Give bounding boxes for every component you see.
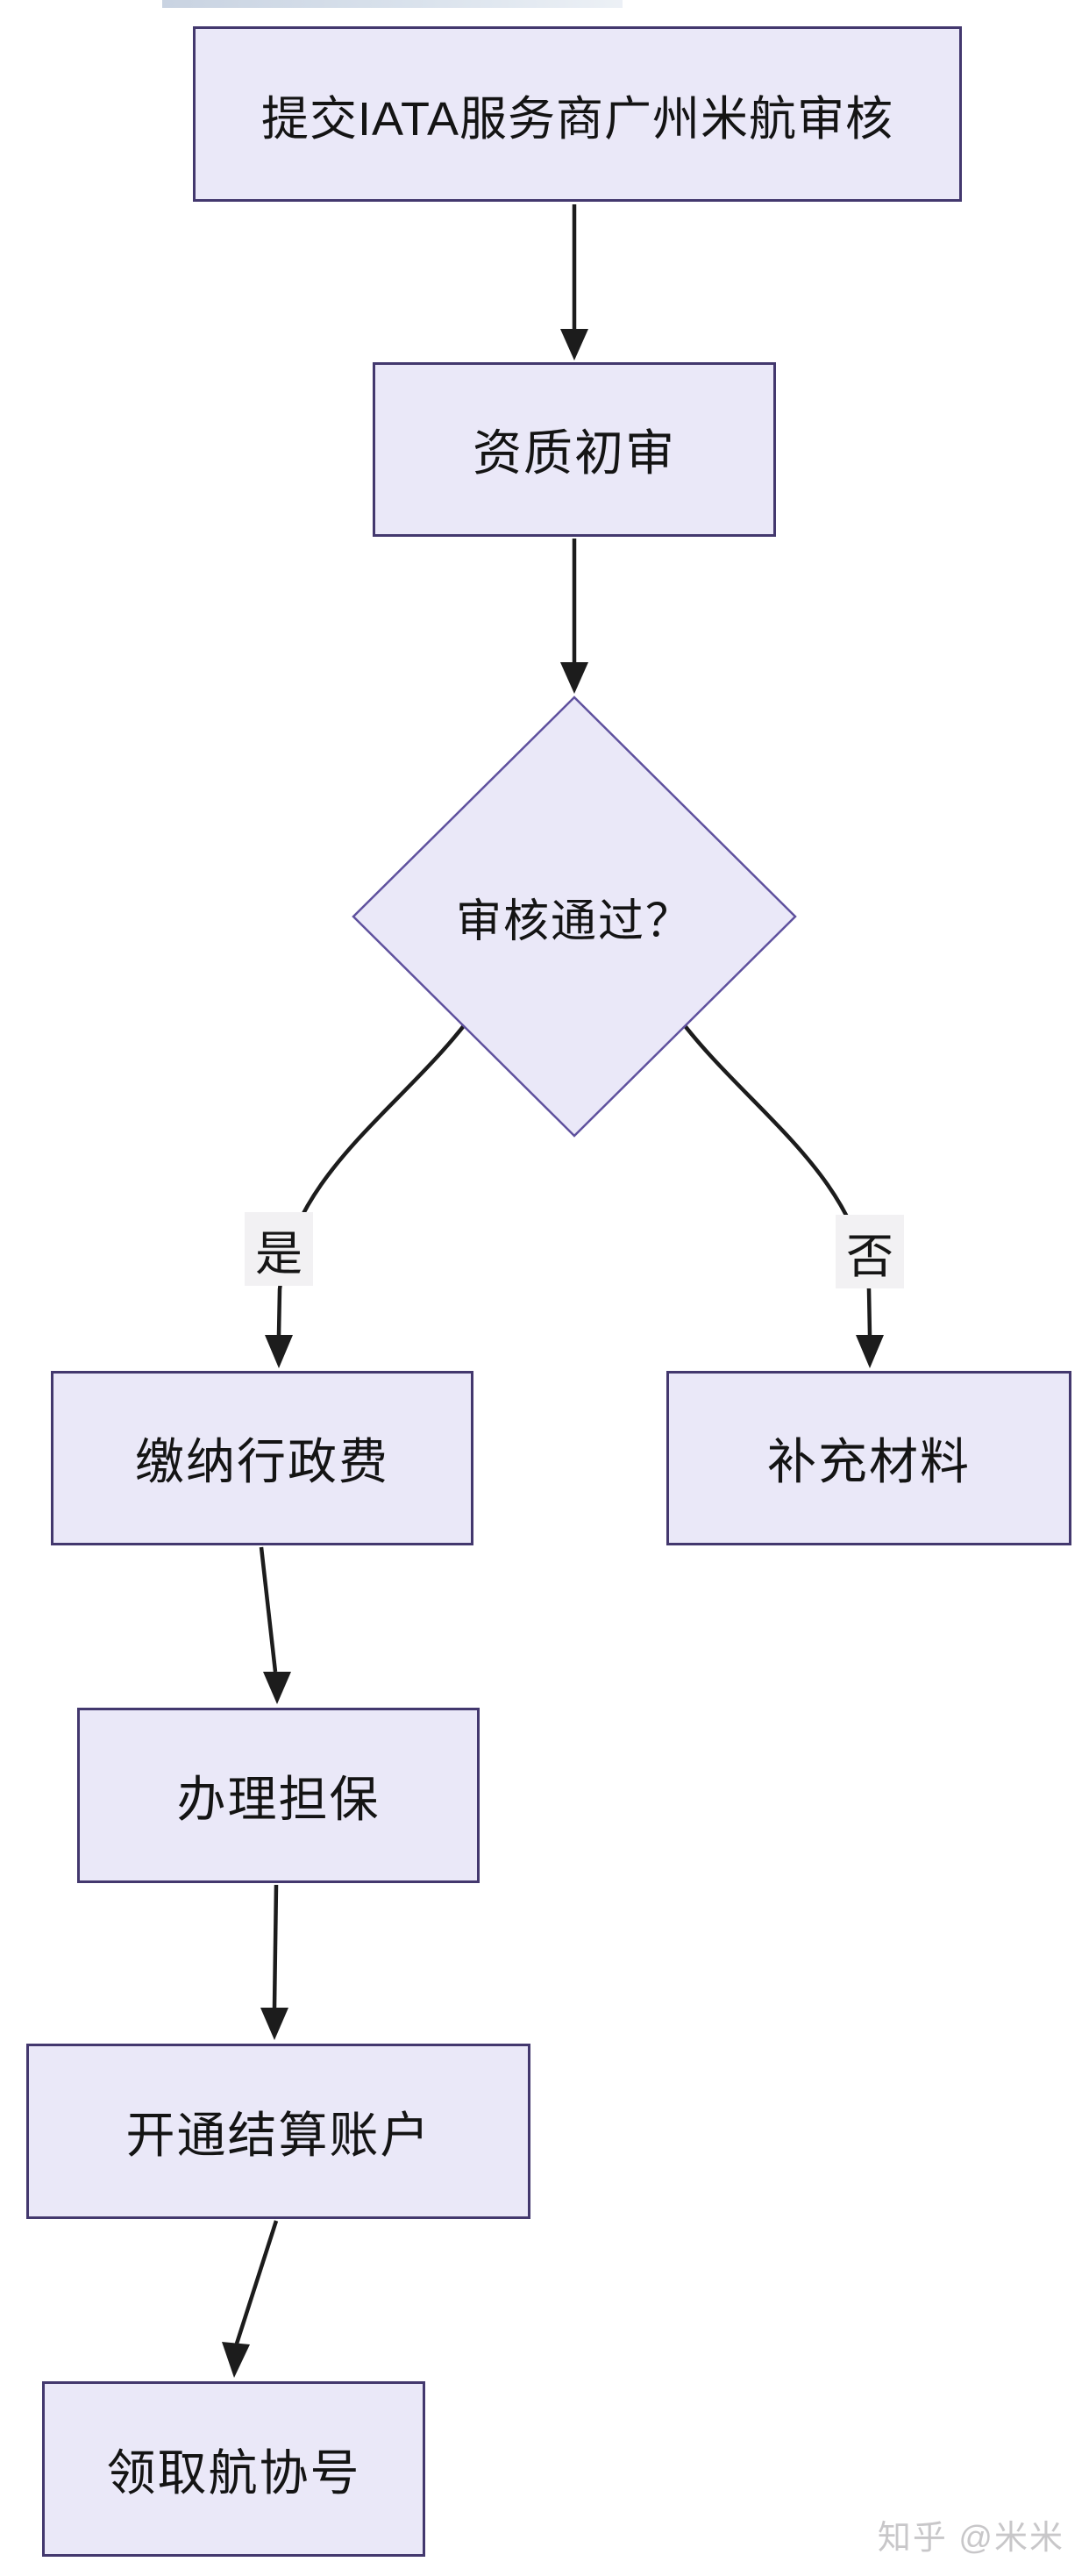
edge-decision-yes-to-pay-fee (265, 1011, 475, 1368)
node-guarantee-label: 办理担保 (176, 1771, 381, 1827)
node-get-number: 领取航协号 (42, 2381, 425, 2557)
watermark: 知乎 @米米 (877, 2520, 1064, 2557)
node-supplement-label: 补充材料 (767, 1434, 971, 1489)
node-guarantee: 办理担保 (77, 1708, 480, 1883)
node-open-account: 开通结算账户 (26, 2044, 530, 2219)
node-initial-review-label: 资质初审 (473, 425, 676, 481)
no-text: 否 (846, 1230, 893, 1283)
node-get-number-label: 领取航协号 (106, 2444, 361, 2501)
node-initial-review: 资质初审 (373, 362, 776, 537)
decision-diamond-shape (352, 696, 797, 1138)
node-submit-label: 提交IATA服务商广州米航审核 (260, 92, 893, 146)
edge-label-no: 否 (836, 1215, 904, 1288)
yes-text: 是 (255, 1227, 302, 1281)
edge-guarantee-to-open-account (260, 1884, 288, 2040)
edge-submit-to-initial-review (560, 204, 588, 360)
node-supplement: 补充材料 (666, 1371, 1071, 1545)
edge-label-yes: 是 (245, 1212, 313, 1286)
node-pay-fee-label: 缴纳行政费 (135, 1434, 389, 1489)
node-open-account-label: 开通结算账户 (125, 2107, 431, 2163)
decision-text: 审核通过？ (455, 896, 693, 947)
top-edge-artifact (162, 0, 623, 8)
edge-open-account-to-get-number (222, 2220, 279, 2378)
node-submit: 提交IATA服务商广州米航审核 (193, 26, 962, 202)
node-pay-fee: 缴纳行政费 (51, 1371, 473, 1545)
edge-pay-fee-to-guarantee (259, 1546, 291, 1704)
edge-initial-review-to-decision (560, 539, 588, 694)
edge-decision-no-to-supplement (673, 1011, 884, 1368)
node-decision-label: 审核通过？ (399, 890, 750, 947)
